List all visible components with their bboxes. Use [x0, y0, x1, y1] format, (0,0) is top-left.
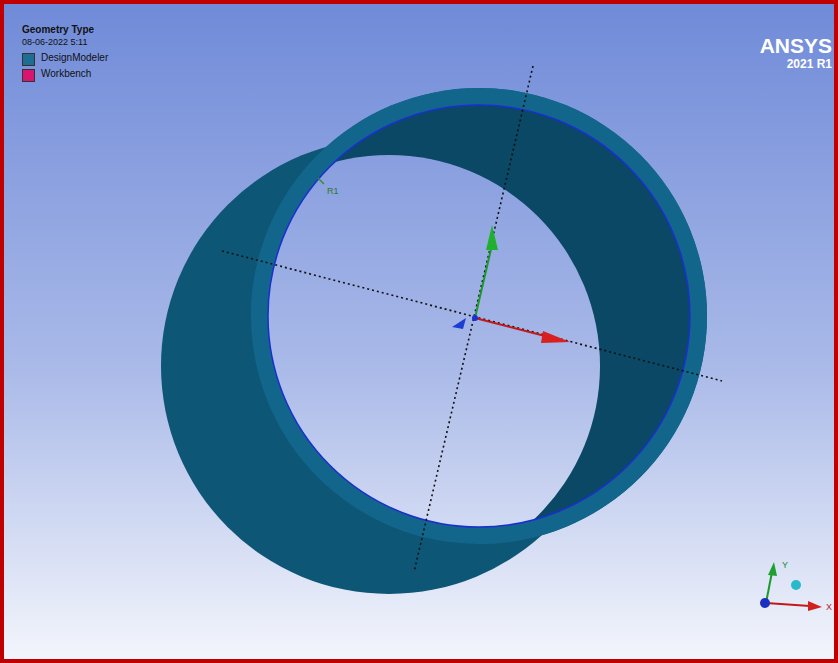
axis-lines [222, 66, 722, 572]
r1-marker [318, 178, 324, 184]
legend-text: Workbench [41, 68, 91, 79]
global-triad [760, 562, 822, 611]
hollow-cylinder [161, 88, 707, 594]
axis-label: X [826, 602, 832, 612]
timestamp: 08-06-2022 5:11 [22, 37, 87, 47]
axis-label: Y [782, 560, 788, 570]
product-logo: ANSYS [760, 34, 832, 58]
legend-heading: Geometry Type [22, 24, 94, 35]
radius-label: R1 [327, 186, 339, 196]
legend-swatch [22, 53, 35, 66]
legend-swatch [22, 69, 35, 82]
legend-text: DesignModeler [41, 52, 108, 63]
local-triad [452, 225, 570, 343]
version-label: 2021 R1 [787, 57, 832, 71]
